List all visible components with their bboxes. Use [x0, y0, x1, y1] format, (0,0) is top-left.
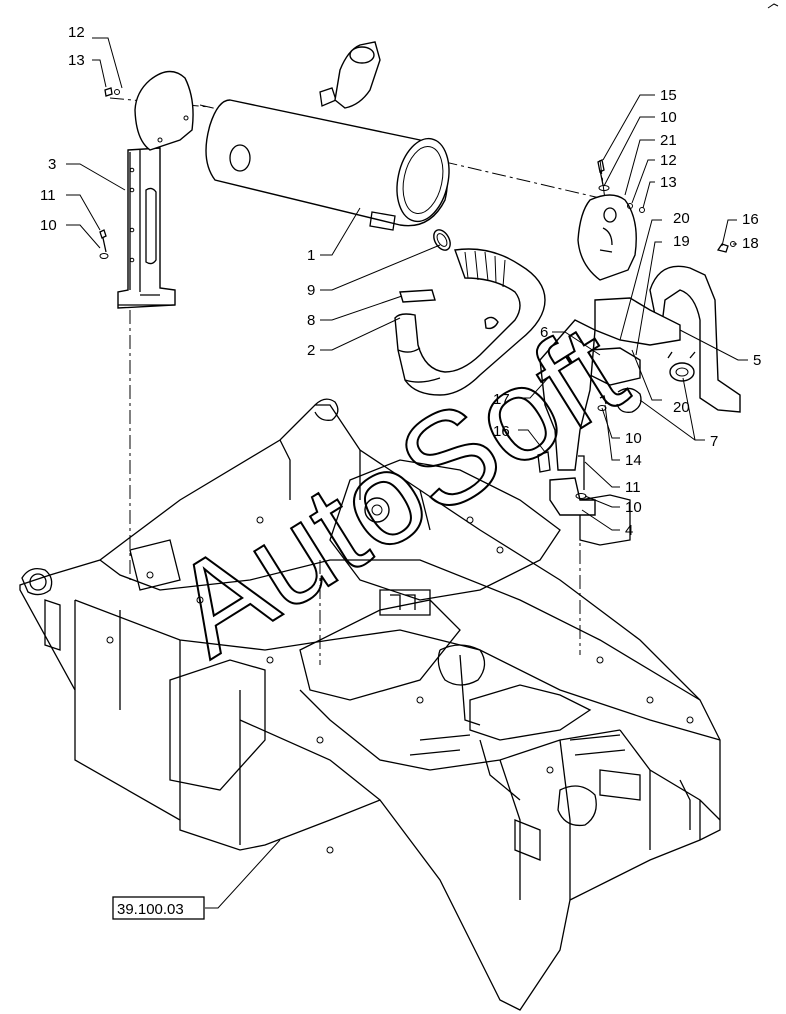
callout-16-upper: 16 [742, 211, 759, 228]
callout-12-right: 12 [660, 152, 677, 169]
reference-box-frame[interactable] [112, 896, 205, 920]
callout-6: 6 [540, 324, 548, 341]
callout-9: 9 [307, 282, 315, 299]
callout-14: 14 [625, 452, 642, 469]
callout-21: 21 [660, 132, 677, 149]
callout-18: 18 [742, 235, 759, 252]
callout-11-right: 11 [625, 479, 641, 496]
left-fasteners [99, 87, 120, 259]
pipe-clamp [433, 229, 451, 251]
callout-10-middle: 10 [625, 430, 642, 447]
callout-1: 1 [307, 247, 315, 264]
callout-2: 2 [307, 342, 315, 359]
callout-12-upper-left: 12 [68, 24, 85, 41]
leader-lines [66, 37, 748, 909]
callout-10-left: 10 [40, 217, 57, 234]
callout-20-upper: 20 [673, 210, 690, 227]
callout-8: 8 [307, 312, 315, 329]
callout-17: 17 [493, 391, 510, 408]
muffler [205, 41, 450, 231]
left-bracket [117, 147, 176, 309]
callout-19: 19 [673, 233, 690, 250]
exhaust-pipe [394, 248, 546, 396]
right-heat-shield [577, 194, 645, 281]
callout-13-right: 13 [660, 174, 677, 191]
callout-10-lower: 10 [625, 499, 642, 516]
callout-10-upper-right: 10 [660, 109, 677, 126]
corner-mark [767, 3, 779, 9]
callout-11-left: 11 [40, 187, 56, 204]
callout-16-lower: 16 [493, 423, 510, 440]
reference-box[interactable]: 39.100.03 [112, 896, 205, 920]
left-heat-shield [134, 70, 194, 151]
callout-4: 4 [625, 522, 633, 539]
callout-5: 5 [753, 352, 761, 369]
callout-3: 3 [48, 156, 56, 173]
callout-7: 7 [710, 433, 718, 450]
right-support-frame [537, 159, 741, 516]
callout-labels: 12 13 3 11 10 1 9 8 2 15 10 21 12 13 20 … [40, 24, 761, 539]
reference-box-label[interactable]: 39.100.03 [117, 901, 184, 918]
chassis-frame [19, 398, 721, 1011]
callout-13-upper-left: 13 [68, 52, 85, 69]
callout-15: 15 [660, 87, 677, 104]
callout-20-lower: 20 [673, 399, 690, 416]
